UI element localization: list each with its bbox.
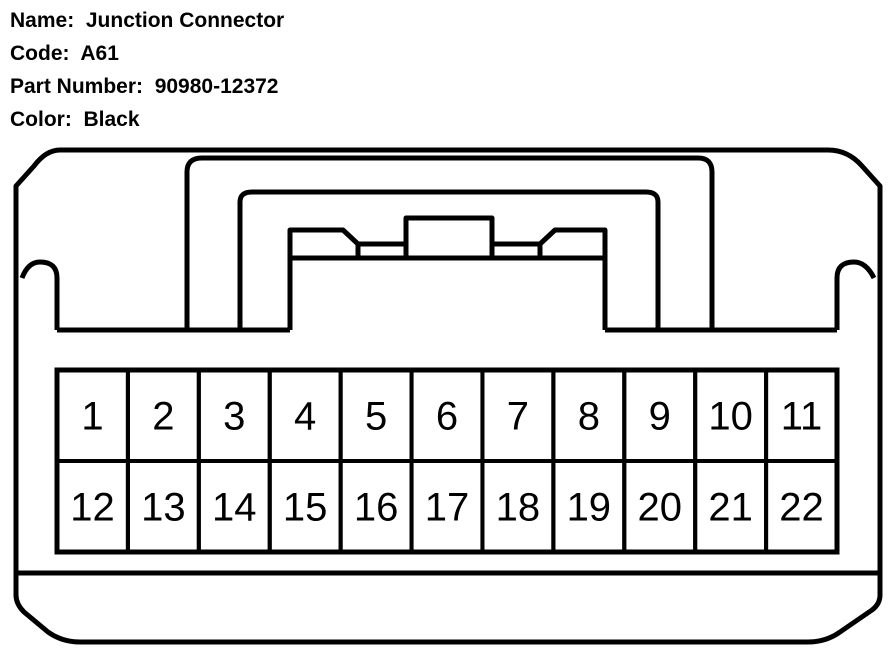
code-label: Code: (10, 42, 70, 65)
part-number-label: Part Number: (10, 75, 144, 98)
name-label: Name: (10, 9, 75, 32)
pin-label-22: 22 (779, 486, 824, 530)
pin-label-6: 6 (436, 395, 458, 439)
code-value: A61 (80, 42, 119, 65)
inner-wall-right (834, 259, 877, 330)
pin-label-7: 7 (507, 395, 529, 439)
color-label: Color: (10, 108, 72, 131)
pin-label-4: 4 (294, 395, 316, 439)
pin-label-14: 14 (212, 486, 257, 530)
color-row: Color: Black (10, 103, 284, 136)
pin-label-11: 11 (781, 395, 823, 439)
lock-mechanism (287, 215, 608, 330)
pin-label-9: 9 (649, 395, 671, 439)
connector-info: Name: Junction Connector Code: A61 Part … (10, 4, 284, 136)
pin-label-21: 21 (708, 486, 753, 530)
code-row: Code: A61 (10, 37, 284, 70)
pin-label-19: 19 (567, 486, 612, 530)
part-number-row: Part Number: 90980-12372 (10, 70, 284, 103)
color-value: Black (83, 108, 140, 131)
part-number-value: 90980-12372 (154, 75, 279, 98)
connector-housing (13, 147, 883, 645)
pin-label-3: 3 (223, 395, 245, 439)
name-value: Junction Connector (85, 9, 285, 32)
pin-label-20: 20 (637, 486, 682, 530)
pin-cavity-22 (764, 459, 839, 554)
lock-frame-outer (184, 155, 715, 330)
name-row: Name: Junction Connector (10, 4, 284, 37)
pin-label-15: 15 (283, 486, 328, 530)
pin-label-16: 16 (354, 486, 399, 530)
pin-label-17: 17 (425, 486, 470, 530)
lock-frame-inner (237, 189, 661, 330)
pin-label-12: 12 (70, 486, 115, 530)
pin-label-5: 5 (365, 395, 387, 439)
pin-label-18: 18 (496, 486, 541, 530)
pin-label-2: 2 (152, 395, 174, 439)
pin-label-13: 13 (141, 486, 186, 530)
pin-label-1: 1 (81, 395, 103, 439)
pin-label-10: 10 (708, 395, 753, 439)
inner-wall (19, 259, 60, 330)
pin-label-8: 8 (578, 395, 600, 439)
